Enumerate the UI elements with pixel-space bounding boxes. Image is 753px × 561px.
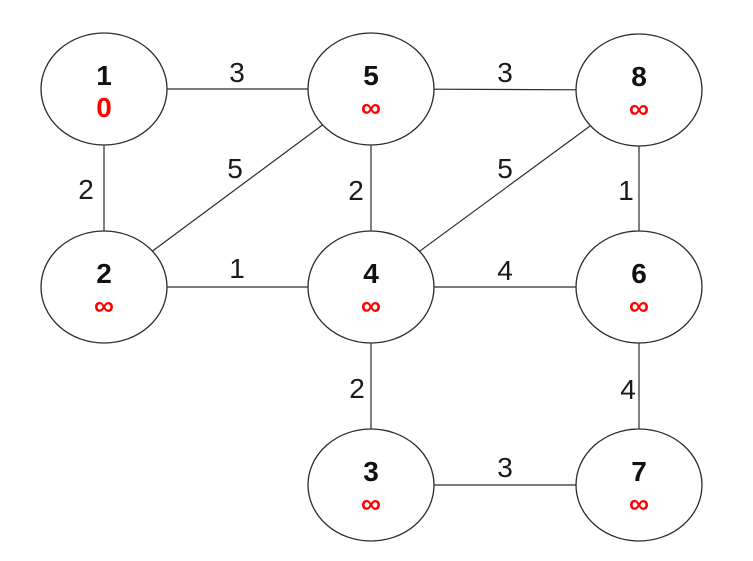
node-distance-label: ∞ xyxy=(629,488,649,519)
edge-layer: 3 3 2 5 2 5 1 1 4 2 4 3 xyxy=(78,57,640,486)
node-circle xyxy=(40,230,168,344)
node-circle xyxy=(575,428,703,542)
edge-weight-label-3-7: 3 xyxy=(497,452,513,483)
node-distance-label: ∞ xyxy=(361,290,381,321)
node-distance-label: ∞ xyxy=(629,290,649,321)
node-id-label: 2 xyxy=(96,258,112,289)
node-2: 2∞ xyxy=(40,230,168,344)
node-circle xyxy=(575,33,703,147)
edge-line-4-8 xyxy=(419,125,591,252)
node-circle xyxy=(307,32,435,146)
node-distance-label: ∞ xyxy=(361,488,381,519)
node-3: 3∞ xyxy=(307,428,435,542)
node-id-label: 7 xyxy=(631,456,647,487)
node-circle xyxy=(307,428,435,542)
node-distance-label: 0 xyxy=(96,92,112,123)
node-id-label: 6 xyxy=(631,258,647,289)
edge-weight-label-4-3: 2 xyxy=(349,373,365,404)
node-circle xyxy=(307,230,435,344)
node-id-label: 3 xyxy=(363,456,379,487)
edge-weight-label-5-4: 2 xyxy=(348,175,364,206)
edge-line-2-5 xyxy=(152,124,323,252)
edge-weight-label-8-6: 1 xyxy=(618,175,634,206)
node-distance-label: ∞ xyxy=(629,93,649,124)
edge-weight-label-6-7: 4 xyxy=(620,374,636,405)
node-8: 8∞ xyxy=(575,33,703,147)
node-7: 7∞ xyxy=(575,428,703,542)
node-id-label: 4 xyxy=(363,258,379,289)
node-6: 6∞ xyxy=(575,230,703,344)
node-id-label: 8 xyxy=(631,61,647,92)
node-1: 10 xyxy=(40,32,168,146)
edge-weight-label-2-4: 1 xyxy=(229,253,245,284)
node-distance-label: ∞ xyxy=(361,92,381,123)
node-distance-label: ∞ xyxy=(94,290,114,321)
node-5: 5∞ xyxy=(307,32,435,146)
edge-weight-label-4-8: 5 xyxy=(497,153,513,184)
node-4: 4∞ xyxy=(307,230,435,344)
edge-weight-label-5-8: 3 xyxy=(497,57,513,88)
edge-weight-label-2-5: 5 xyxy=(227,153,243,184)
node-circle xyxy=(575,230,703,344)
edge-weight-label-4-6: 4 xyxy=(497,255,513,286)
node-id-label: 5 xyxy=(363,60,379,91)
node-circle xyxy=(40,32,168,146)
node-id-label: 1 xyxy=(96,60,112,91)
edge-line-5-8 xyxy=(433,88,577,91)
node-layer: 105∞8∞2∞4∞6∞3∞7∞ xyxy=(40,32,703,542)
edge-weight-label-1-5: 3 xyxy=(229,57,245,88)
edge-weight-label-1-2: 2 xyxy=(78,174,94,205)
